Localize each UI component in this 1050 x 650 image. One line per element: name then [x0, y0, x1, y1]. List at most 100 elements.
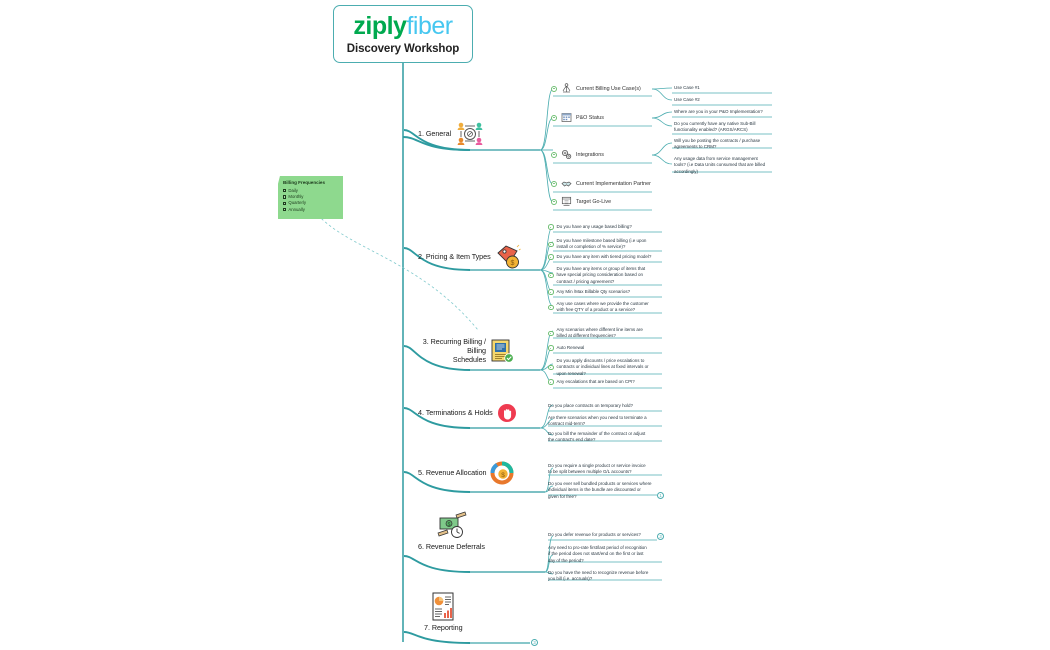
desktop-calendar-icon — [561, 196, 572, 206]
branch-reporting[interactable]: 7. Reporting — [424, 592, 463, 633]
leaf-node[interactable]: Do you have any items or group of items … — [548, 266, 664, 285]
branch-general[interactable]: 1. General — [418, 120, 485, 148]
expand-bullet-icon[interactable] — [548, 254, 554, 260]
branch-pricing-item-types[interactable]: 2. Pricing & Item Types $ — [418, 244, 521, 270]
checkbox-icon[interactable] — [283, 195, 287, 199]
team-network-icon — [457, 122, 483, 145]
leaf-node[interactable]: Any Min /Max Billable Qty scenarios? — [548, 289, 664, 295]
leaf-node[interactable]: Any use cases where we provide the custo… — [548, 301, 664, 314]
expand-bullet-icon[interactable] — [548, 241, 554, 248]
branch-terminations-holds[interactable]: 4. Terminations & Holds — [418, 403, 517, 423]
subtopic-label: Target Go-Live — [576, 198, 612, 205]
expand-bullet-icon[interactable] — [551, 114, 557, 121]
subtopic-label: P&O Status — [576, 114, 604, 121]
expand-bullet-icon[interactable] — [548, 364, 554, 371]
branch-recurring-billing[interactable]: 3. Recurring Billing / Billing Schedules — [416, 337, 514, 364]
sticky-item-label: Quarterly — [288, 200, 307, 206]
leaf-node[interactable]: Use Case #2 — [674, 97, 700, 102]
logo-word-ziply: ziply — [353, 11, 407, 40]
leaf-node[interactable]: Are there scenarios when you need to ter… — [548, 415, 647, 427]
leaf-text: Do you apply discounts / price escalatio… — [556, 358, 649, 376]
leaf-text: Any scenarios where different line items… — [556, 327, 643, 339]
subtopic-label: Current Billing Use Case(s) — [576, 85, 641, 92]
subtopic-current-billing-use-cases[interactable]: Current Billing Use Case(s) — [551, 83, 641, 94]
checkbox-icon[interactable] — [283, 188, 287, 193]
branch-revenue-deferrals[interactable]: $ 6. Revenue Deferrals — [418, 511, 485, 552]
leaf-node[interactable]: Any need to pro-rate first/last period o… — [548, 545, 647, 563]
svg-text:$: $ — [510, 260, 514, 267]
leaf-node[interactable]: Do you place contracts on temporary hold… — [548, 403, 633, 408]
logo-word-fiber: fiber — [406, 11, 453, 40]
sticky-note-item[interactable]: Annually — [283, 207, 338, 213]
leaf-text: Any use cases where we provide the custo… — [556, 301, 649, 313]
sticky-note-item[interactable]: Monthly — [283, 194, 338, 200]
collapse-marker[interactable]: 1 — [657, 492, 664, 499]
leaf-node[interactable]: Where are you in your P&O Implementation… — [674, 109, 763, 114]
expand-bullet-icon[interactable] — [551, 151, 557, 158]
root-subtitle: Discovery Workshop — [346, 42, 460, 55]
expand-bullet-icon[interactable] — [548, 345, 554, 351]
leaf-node[interactable]: Do you apply discounts / price escalatio… — [548, 358, 664, 377]
leaf-text: Any Min /Max Billable Qty scenarios? — [556, 289, 631, 294]
branch-label: 4. Terminations & Holds — [418, 407, 493, 417]
subtopic-target-go-live[interactable]: Target Go-Live — [551, 196, 611, 207]
leaf-node[interactable]: Use Case #1 — [674, 85, 700, 90]
subtopic-label: Current Implementation Partner — [576, 180, 651, 187]
leaf-node[interactable]: Any escalations that are based on CPI? — [548, 379, 664, 385]
root-node[interactable]: ziply fiber Discovery Workshop — [333, 5, 473, 63]
svg-text:$: $ — [448, 522, 451, 528]
cash-clock-icon: $ — [438, 511, 467, 538]
branch-revenue-allocation[interactable]: 5. Revenue Allocation $ — [418, 461, 514, 485]
leaf-node[interactable]: Do you have milestone based billing (i.e… — [548, 238, 664, 251]
expand-bullet-icon[interactable] — [548, 224, 554, 230]
sticky-note-billing-frequencies[interactable]: Billing Frequencies Daily Monthly Quarte… — [278, 176, 343, 219]
branch-label: 5. Revenue Allocation — [418, 467, 487, 477]
leaf-node[interactable]: Do you have any usage based billing? — [548, 224, 664, 230]
subtopic-integrations[interactable]: Integrations — [551, 149, 604, 160]
ziply-fiber-logo: ziply fiber — [353, 11, 453, 40]
donut-chart-coin-icon: $ — [490, 461, 514, 485]
leaf-node[interactable]: Do you have any item with tiered pricing… — [548, 254, 664, 260]
checkbox-icon[interactable] — [283, 208, 287, 212]
leaf-node[interactable]: Do you require a single product or servi… — [548, 463, 646, 475]
leaf-node[interactable]: Do you currently have any native Sub-Bil… — [674, 121, 756, 133]
expand-bullet-icon[interactable] — [551, 198, 557, 205]
subtopic-label: Integrations — [576, 151, 604, 158]
collapse-marker[interactable]: 3 — [657, 533, 664, 540]
leaf-node[interactable]: Do you ever sell bundled products or ser… — [548, 481, 652, 499]
sticky-note-item[interactable]: Daily — [283, 188, 338, 194]
sticky-item-label: Annually — [288, 206, 305, 212]
svg-text:$: $ — [502, 472, 506, 479]
stop-hand-icon — [497, 404, 516, 422]
expand-bullet-icon[interactable] — [548, 272, 554, 279]
branch-label: 6. Revenue Deferrals — [418, 542, 485, 551]
expand-bullet-icon[interactable] — [551, 85, 557, 92]
collapse-marker[interactable]: 3 — [531, 639, 538, 646]
expand-bullet-icon[interactable] — [548, 289, 554, 295]
leaf-text: Auto Renewal — [556, 345, 585, 350]
sticky-item-label: Monthly — [288, 193, 304, 199]
branch-label: 7. Reporting — [424, 623, 463, 632]
leaf-node[interactable]: Any scenarios where different line items… — [548, 327, 664, 340]
leaf-node[interactable]: Do you bill the remainder of the contrac… — [548, 431, 646, 443]
checkbox-icon[interactable] — [283, 201, 287, 206]
sticky-item-label: Daily — [288, 187, 298, 193]
leaf-text: Do you have any usage based billing? — [556, 224, 632, 229]
expand-bullet-icon[interactable] — [551, 180, 557, 187]
subtopic-po-status[interactable]: P&O Status — [551, 112, 604, 123]
gears-icon — [562, 150, 572, 159]
sticky-note-item[interactable]: Quarterly — [283, 200, 338, 206]
expand-bullet-icon[interactable] — [548, 330, 554, 337]
branch-label: 2. Pricing & Item Types — [418, 251, 491, 261]
leaf-node[interactable]: Will you be posting the contracts / purc… — [674, 138, 761, 150]
expand-bullet-icon[interactable] — [548, 304, 554, 311]
expand-bullet-icon[interactable] — [548, 379, 554, 385]
leaf-text: Do you have any item with tiered pricing… — [556, 254, 652, 259]
subtopic-current-implementation-partner[interactable]: Current Implementation Partner — [551, 178, 651, 189]
leaf-node[interactable]: Do you defer revenue for products or ser… — [548, 532, 641, 537]
leaf-node[interactable]: Auto Renewal — [548, 345, 664, 351]
leaf-node[interactable]: Any usage data from service management t… — [674, 156, 766, 174]
leaf-node[interactable]: Do you have the need to recognize revenu… — [548, 570, 649, 582]
